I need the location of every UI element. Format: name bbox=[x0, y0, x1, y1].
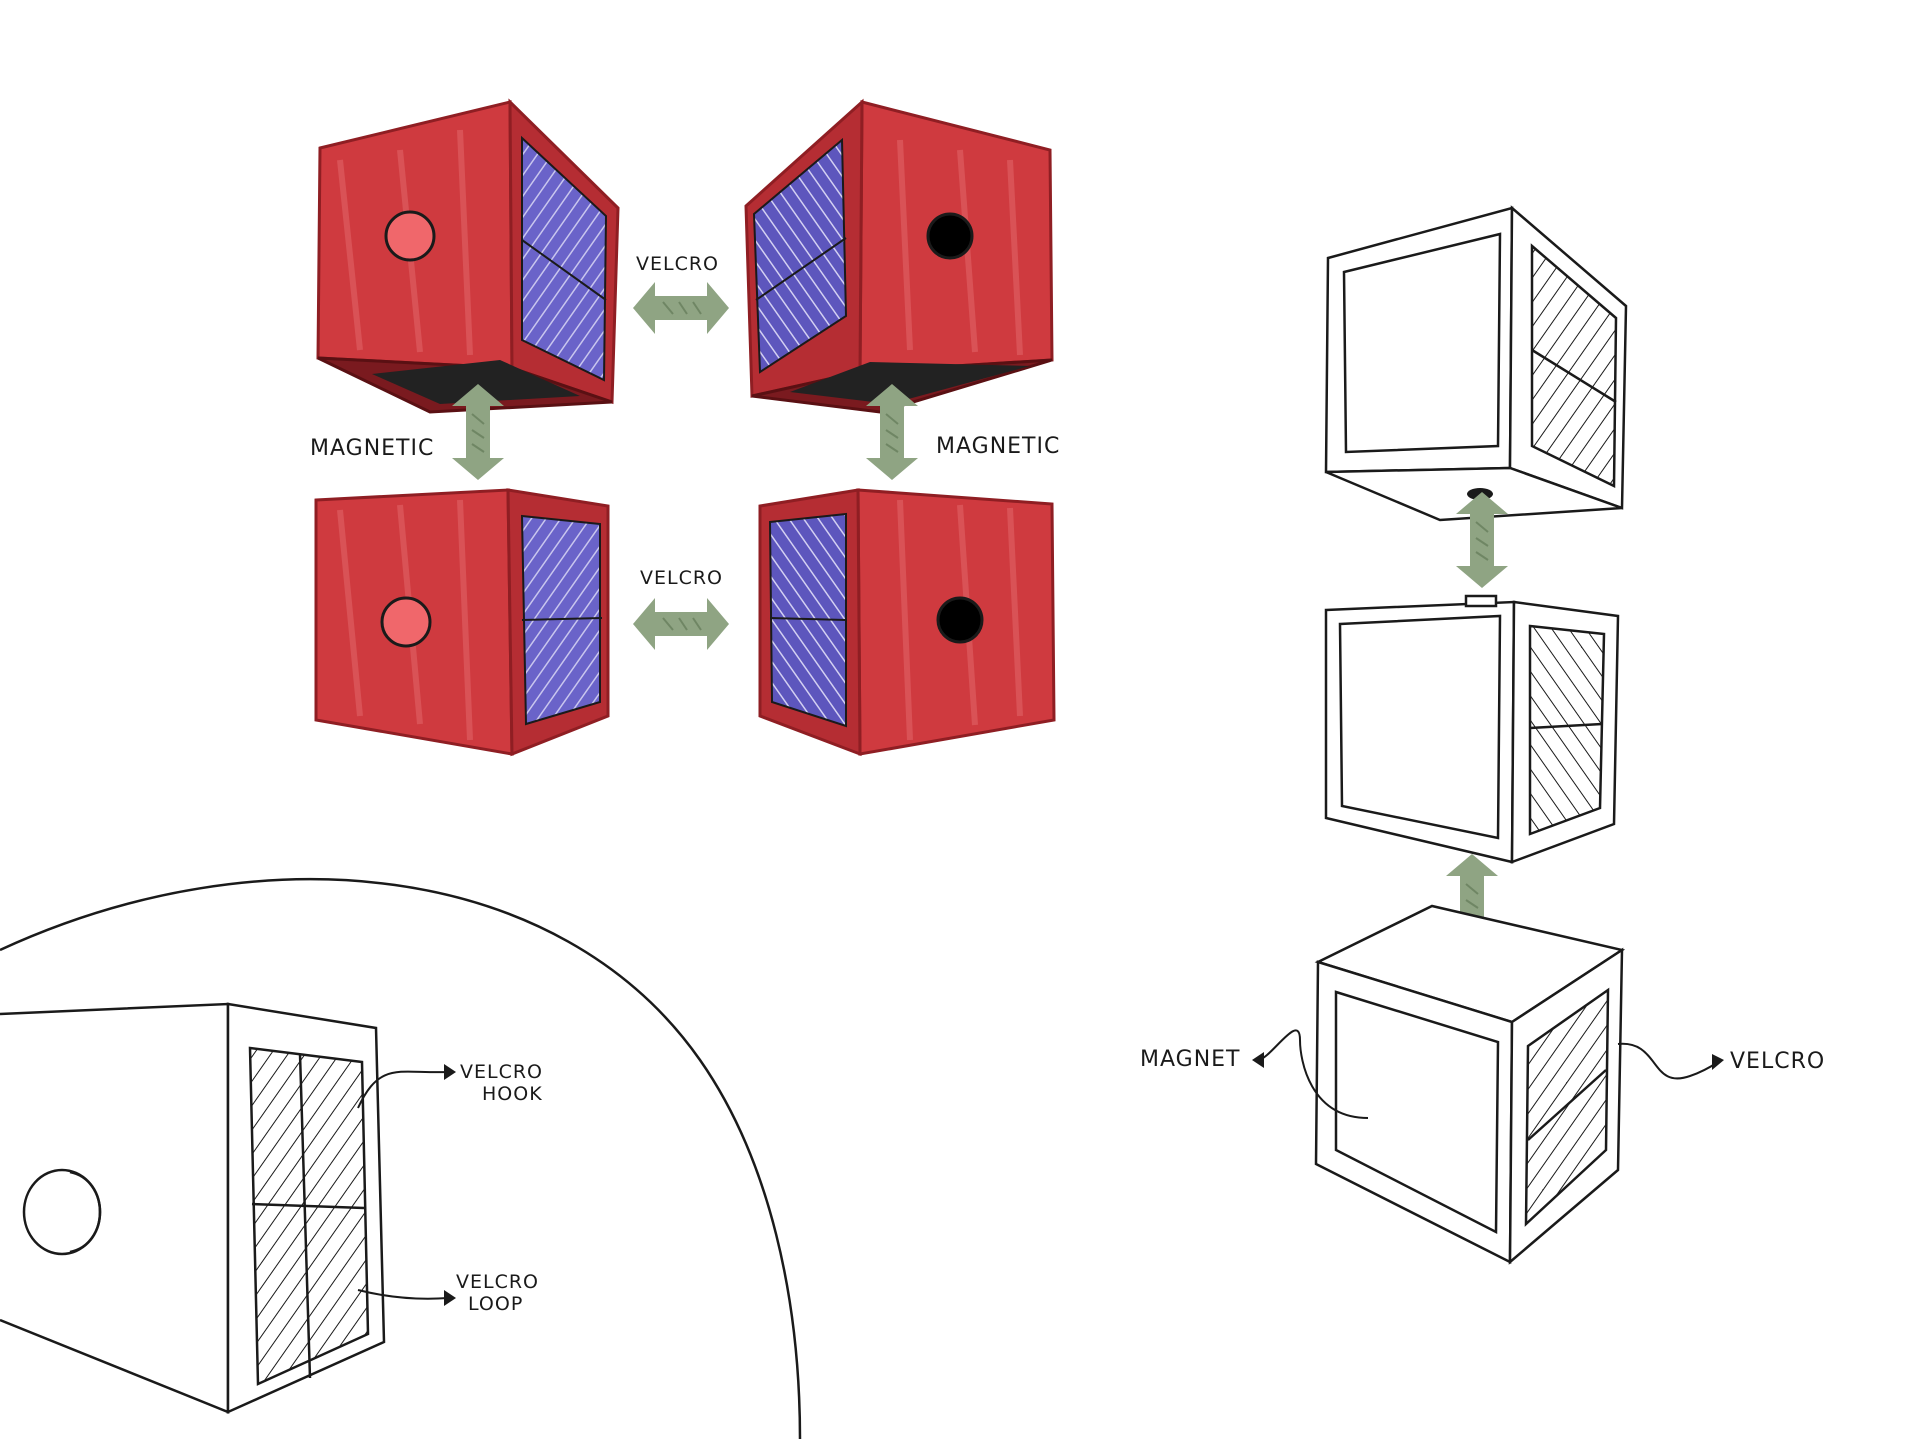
label-magnetic-left: MAGNETIC bbox=[310, 436, 434, 461]
magnet-hole-icon bbox=[928, 214, 972, 258]
detail-view: VELCRO HOOK VELCRO LOOP bbox=[0, 879, 800, 1439]
leader-line-velcro bbox=[1618, 1044, 1718, 1079]
arrowhead bbox=[1252, 1052, 1264, 1068]
label-magnet: MAGNET bbox=[1140, 1047, 1241, 1072]
red-cube-bottom-left bbox=[316, 490, 608, 754]
line-cube-top bbox=[1326, 208, 1626, 520]
label-velcro-middle: VELCRO bbox=[640, 567, 723, 589]
line-cube-bottom bbox=[1316, 906, 1622, 1262]
label-velcro-top: VELCRO bbox=[636, 253, 719, 275]
arrowhead bbox=[1712, 1054, 1724, 1070]
double-arrow-icon bbox=[633, 598, 729, 650]
double-arrow-icon bbox=[633, 282, 729, 334]
label-velcro-hook-line1: VELCRO bbox=[460, 1061, 543, 1083]
line-cube-middle bbox=[1326, 596, 1618, 862]
magnet-disc-icon bbox=[382, 598, 430, 646]
label-magnetic-right: MAGNETIC bbox=[936, 434, 1060, 459]
magnet-hole-icon bbox=[938, 598, 982, 642]
magnet-disc-icon bbox=[386, 212, 434, 260]
label-velcro-loop-line1: VELCRO bbox=[456, 1271, 539, 1293]
red-cube-top-right bbox=[746, 102, 1052, 412]
red-cube-top-left bbox=[318, 102, 618, 412]
label-velcro-loop-line2: LOOP bbox=[468, 1293, 523, 1315]
label-velcro-right: VELCRO bbox=[1730, 1049, 1825, 1074]
label-velcro-hook-line2: HOOK bbox=[482, 1083, 543, 1105]
red-cube-bottom-right bbox=[760, 490, 1054, 754]
